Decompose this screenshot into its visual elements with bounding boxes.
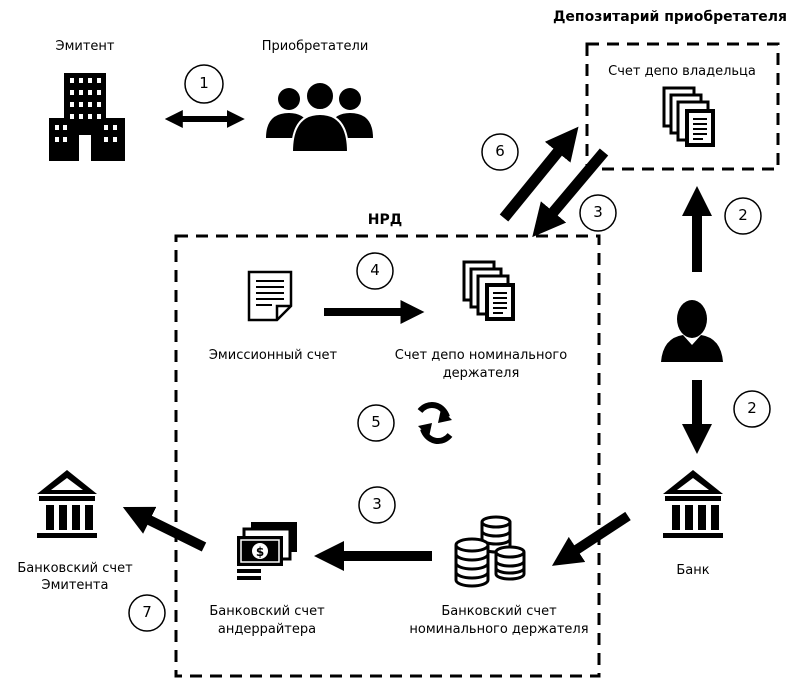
bank-label: Банк — [676, 563, 710, 578]
underwriter-bank-label-line2: андеррайтера — [217, 622, 317, 637]
step-3a-number: 3 — [593, 203, 603, 221]
step-6-circle — [481, 133, 519, 171]
issuer-bank-label-line2: Эмитента — [41, 578, 109, 593]
step-2a-circle — [724, 197, 762, 235]
step-4-number: 4 — [370, 261, 380, 279]
underwriter-bank-label-line1: Банковский счет — [209, 604, 325, 619]
issuer-label: Эмитент — [55, 39, 115, 54]
arrow-3-depository-to-nsd — [532, 148, 609, 238]
building-icon — [49, 73, 125, 161]
documents-stack-icon — [662, 86, 717, 149]
step-5-circle — [357, 404, 395, 442]
issue-account-label: Эмиссионный счет — [208, 348, 338, 363]
person-icon — [661, 300, 723, 362]
nominee-depo-label-line2: держателя — [442, 366, 520, 381]
issuer-bank-label-line1: Банковский счет — [17, 561, 133, 576]
banknotes-icon: $ — [237, 522, 297, 580]
documents-stack-icon — [462, 260, 517, 323]
document-icon — [247, 270, 293, 322]
svg-text:$: $ — [256, 545, 264, 559]
nominee-depo-label-line1: Счет депо номинального — [394, 348, 568, 363]
step-2a-number: 2 — [738, 206, 748, 224]
nominee-bank-label-line2: номинального держателя — [409, 622, 589, 637]
step-2b-circle — [733, 390, 771, 428]
step-3b-number: 3 — [372, 495, 382, 513]
step-6-number: 6 — [495, 142, 505, 160]
step-7-number: 7 — [142, 603, 152, 621]
nsd-title: НРД — [367, 212, 403, 228]
buyers-label: Приобретатели — [261, 39, 369, 54]
step-3a-circle — [579, 194, 617, 232]
arrow-bank-to-nominee-bank — [551, 511, 631, 566]
step-7-circle — [128, 594, 166, 632]
buyer-depository-title: Депозитарий приобретателя — [552, 9, 788, 25]
step-3b-circle — [358, 486, 396, 524]
step-1-number: 1 — [199, 74, 209, 92]
bank-icon — [37, 470, 97, 538]
arrow-7-to-issuer-bank — [122, 506, 207, 552]
owner-depo-account-label: Счет депо владельца — [608, 64, 756, 79]
coins-stack-icon — [454, 515, 526, 588]
refresh-cycle-icon — [417, 402, 453, 444]
step-2b-number: 2 — [747, 399, 757, 417]
buyer-depository-box — [585, 42, 780, 171]
people-group-icon — [266, 81, 373, 153]
bank-icon — [663, 470, 723, 538]
nsd-box — [174, 234, 601, 678]
nominee-bank-label-line1: Банковский счет — [441, 604, 557, 619]
step-5-number: 5 — [371, 413, 381, 431]
arrow-6-nsd-to-depository — [499, 126, 579, 222]
step-4-circle — [356, 252, 394, 290]
step-1-circle — [184, 64, 224, 104]
